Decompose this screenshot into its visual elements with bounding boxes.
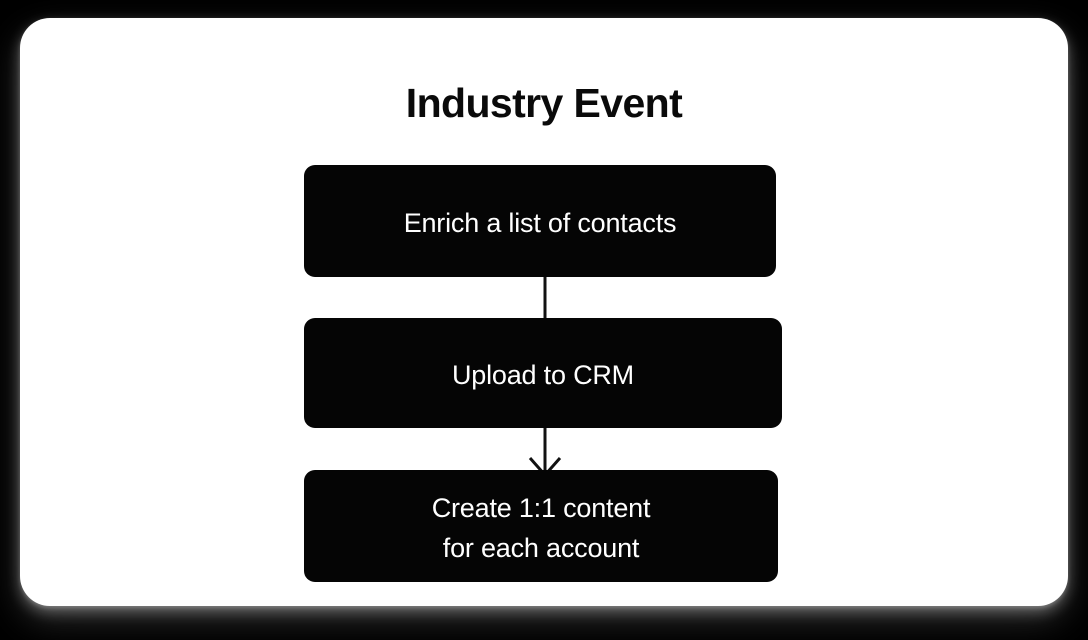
- card-shadow-wrapper: Industry Event Enrich a list of c: [20, 18, 1068, 606]
- content-card: Industry Event Enrich a list of c: [20, 18, 1068, 606]
- connector-node1-to-node2: [525, 273, 565, 325]
- flow-node-create-content[interactable]: Create 1:1 content for each account: [304, 470, 778, 582]
- flow-node-enrich-contacts[interactable]: Enrich a list of contacts: [304, 165, 776, 277]
- flow-node-label: Enrich a list of contacts: [403, 208, 677, 238]
- vertical-line-icon: [543, 273, 547, 325]
- card-inner: Industry Event Enrich a list of c: [20, 18, 1068, 606]
- flow-node-label-line-1: Create 1:1 content: [431, 493, 651, 523]
- flow-node-label: Create 1:1 content for each account: [432, 484, 651, 568]
- page-title: Industry Event: [405, 80, 683, 126]
- flow-node-label: Upload to CRM: [452, 360, 634, 390]
- flow-node-upload-to-crm[interactable]: Upload to CRM: [304, 318, 782, 428]
- flow-node-label-line-2: for each account: [442, 533, 640, 563]
- flow-diagram: Enrich a list of contacts Upload to CRM …: [20, 18, 1068, 606]
